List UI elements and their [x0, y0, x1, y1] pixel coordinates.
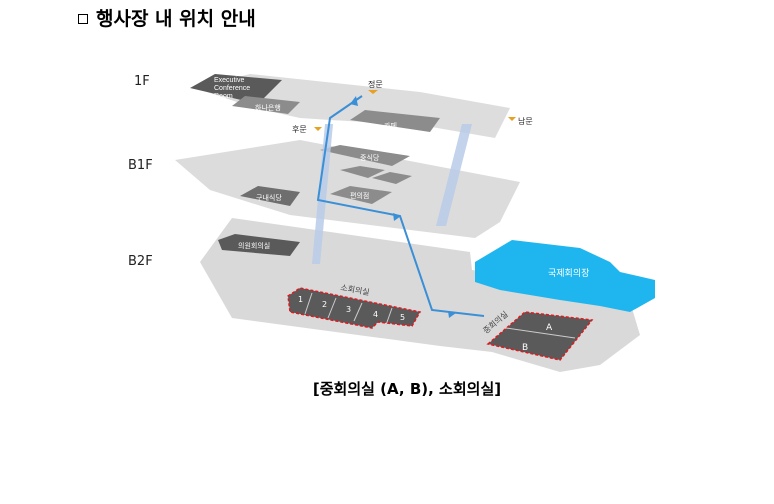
- member-room-label: 의원회의실: [238, 241, 270, 250]
- cafeteria-label: 구내식당: [256, 193, 282, 202]
- back-gate-marker-icon: [314, 127, 322, 131]
- route-arrow-icon: [393, 213, 401, 221]
- intl-hall: [475, 240, 655, 312]
- south-gate-marker-icon: [508, 117, 516, 121]
- floor-label-b1f: B1F: [128, 158, 153, 173]
- restaurant-label: 중식당: [360, 153, 380, 162]
- route-line: [316, 95, 485, 317]
- cafe-room: [350, 110, 440, 132]
- front-gate-label: 정문: [368, 79, 383, 89]
- b1f-block-2: [372, 172, 412, 184]
- elevator-shaft-right: [436, 124, 472, 226]
- front-gate-marker-icon: [368, 90, 378, 94]
- b1f-block-1: [340, 166, 385, 178]
- restaurant-room: [320, 145, 410, 166]
- medium-room-b-label: B: [522, 343, 528, 353]
- executive-label-3: Room: [214, 93, 233, 100]
- back-gate-label: 후문: [292, 125, 307, 134]
- small-room-1-label: 1: [298, 295, 303, 304]
- executive-label-1: Executive: [214, 77, 244, 84]
- elevator-shaft-left: [312, 124, 333, 264]
- medium-rooms-group: [486, 311, 594, 361]
- executive-label-2: Conference: [214, 85, 250, 92]
- executive-room: [190, 74, 282, 104]
- page-title-text: 행사장 내 위치 안내: [96, 8, 256, 30]
- intl-hall-label: 국제회의장: [548, 268, 589, 279]
- page-title: 행사장 내 위치 안내: [78, 4, 256, 31]
- south-gate-label: 남문: [518, 117, 533, 126]
- small-rooms-outline: [287, 287, 422, 329]
- small-room-4-label: 4: [373, 310, 378, 319]
- route-arrow-icon: [350, 96, 358, 106]
- convenience-room: [330, 186, 392, 204]
- small-room-3-label: 3: [346, 305, 351, 314]
- checkbox-bullet-icon: [78, 13, 88, 24]
- small-room-5-label: 5: [400, 313, 405, 322]
- small-room-2-label: 2: [322, 300, 327, 309]
- member-room: [218, 234, 300, 256]
- hana-bank-label: 하나은행: [255, 103, 281, 112]
- cafe-label: 카페: [384, 121, 397, 130]
- hana-bank-room: [232, 96, 300, 114]
- medium-rooms-outline: [486, 311, 594, 361]
- convenience-label: 편의점: [350, 191, 369, 200]
- floor-label-1f: 1F: [134, 74, 150, 89]
- medium-room-a-label: A: [546, 323, 553, 333]
- floor-label-b2f: B2F: [128, 254, 153, 269]
- small-rooms-group: [287, 287, 422, 329]
- route-arrow-icon: [448, 311, 456, 318]
- cafeteria-room: [240, 186, 300, 206]
- map-caption: [중회의실 (A, B), 소회의실]: [312, 380, 502, 398]
